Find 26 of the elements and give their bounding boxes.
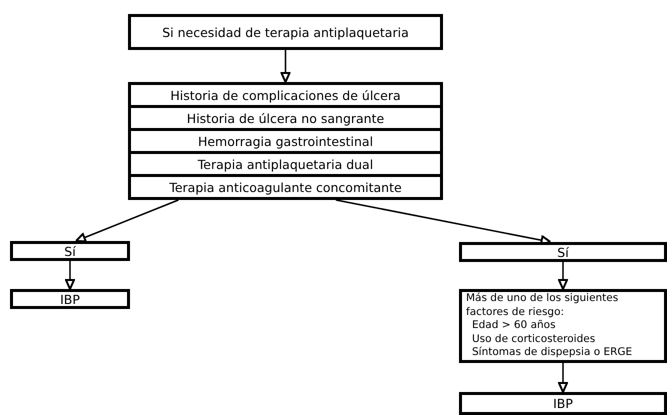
arrow xyxy=(75,199,179,242)
box-heading: Más de uno de los siguientes factores de riesgo: xyxy=(466,292,620,320)
process-box xyxy=(128,14,443,50)
process-box xyxy=(459,242,667,262)
box-label: Hemorragia gastrointestinal xyxy=(198,134,374,148)
list-item: Edad > 60 años xyxy=(471,319,556,333)
box-label: Sí xyxy=(557,244,569,260)
risk-factor-box xyxy=(459,289,667,363)
box-label: Historia de úlcera no sangrante xyxy=(186,110,384,126)
box-label: Terapia antiplaquetaria dual xyxy=(198,156,374,172)
process-box xyxy=(10,241,130,261)
arrow xyxy=(280,50,290,83)
box-label: IBP xyxy=(553,396,573,411)
arrow xyxy=(558,262,568,290)
process-box xyxy=(10,289,130,309)
arrow xyxy=(558,363,568,393)
box-label: Terapia anticoagulante concomitante xyxy=(169,180,402,194)
criteria-box xyxy=(128,82,443,200)
list-item: Síntomas de dispepsia o ERGE xyxy=(471,346,632,360)
box-label: IBP xyxy=(60,292,80,306)
box-label: Sí xyxy=(64,244,76,258)
box-label: Si necesidad de terapia antiplaquetaria xyxy=(162,24,409,40)
arrow xyxy=(65,261,75,290)
process-box xyxy=(459,392,667,415)
list-item: Uso de corticosteroides xyxy=(471,332,596,346)
box-label: Historia de complicaciones de úlcera xyxy=(170,88,401,102)
